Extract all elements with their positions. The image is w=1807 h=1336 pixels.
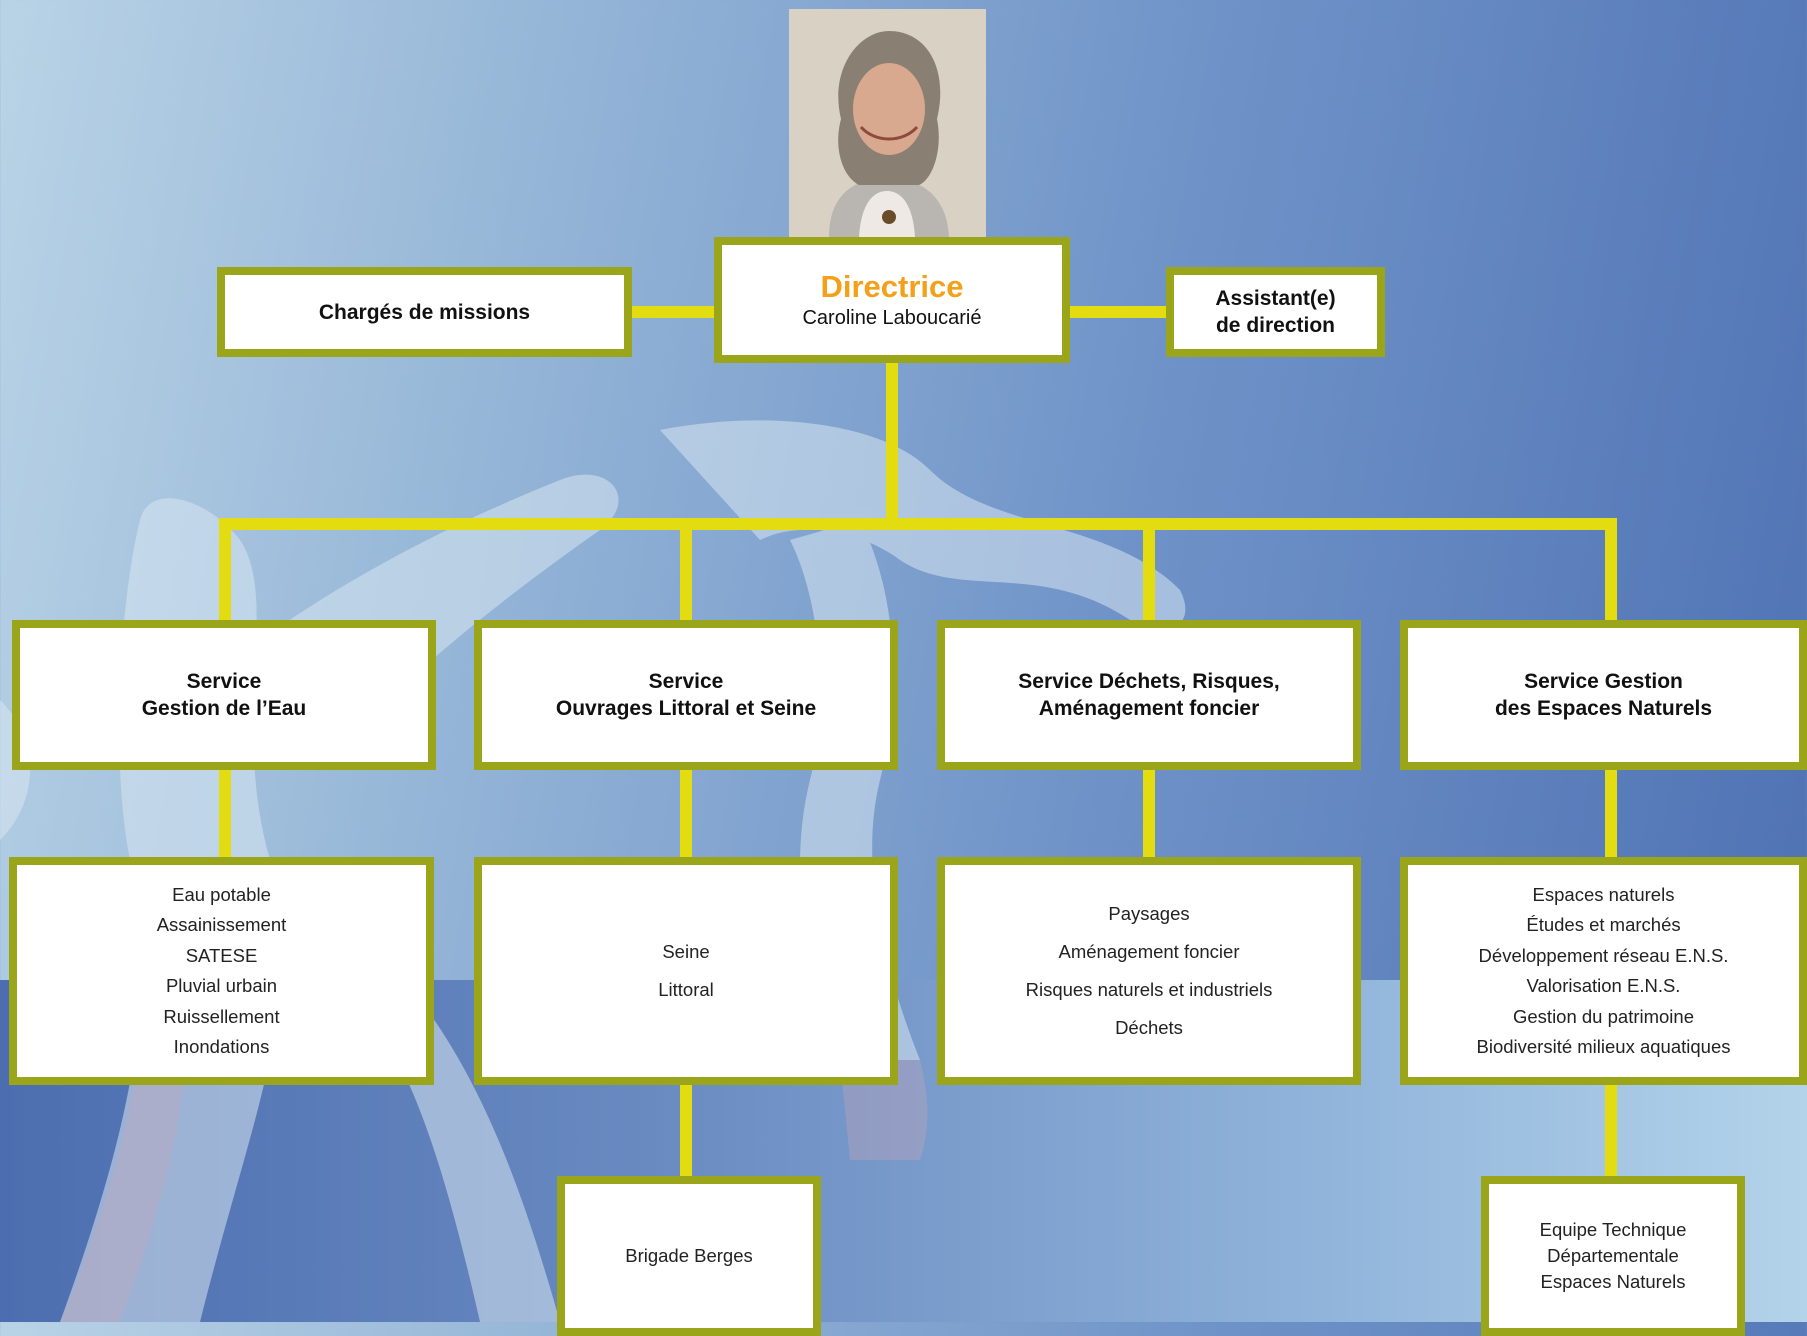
list-item: Inondations [173, 1036, 270, 1057]
list-item: Déchets [1115, 1017, 1183, 1038]
service-box-dechets-risques: Service Déchets, Risques, Aménagement fo… [937, 620, 1361, 770]
list-item: Seine [662, 941, 710, 962]
service-box-ouvrages-littoral-seine: Service Ouvrages Littoral et Seine [474, 620, 898, 770]
list-item: Littoral [658, 979, 714, 1000]
missions-box: Chargés de missions [217, 267, 632, 357]
service-title-line1: Service [648, 670, 724, 693]
list-item: Études et marchés [1526, 914, 1681, 935]
connector-drop-service-2 [680, 518, 692, 628]
service-title-line2: Gestion de l’Eau [141, 697, 307, 720]
connector-directrice-to-assistant [1066, 306, 1170, 318]
list-item: Développement réseau E.N.S. [1478, 944, 1729, 966]
connector-drop-service-1 [219, 518, 231, 628]
service-title-line2: Ouvrages Littoral et Seine [555, 697, 817, 720]
connector-service-2-to-items [680, 766, 692, 862]
service-box-espaces-naturels: Service Gestion des Espaces Naturels [1400, 620, 1807, 770]
missions-label: Chargés de missions [318, 300, 531, 324]
equipe-technique-box: Equipe Technique Départementale Espaces … [1481, 1176, 1745, 1336]
list-item: Equipe Technique [1539, 1219, 1687, 1240]
connector-service-1-to-items [219, 766, 231, 862]
service-box-gestion-eau: Service Gestion de l’Eau [12, 620, 436, 770]
list-item: Assainissement [156, 914, 287, 935]
connector-items-4-to-equipe [1605, 1080, 1617, 1184]
connector-drop-service-3 [1143, 518, 1155, 628]
service-title-line2: des Espaces Naturels [1494, 697, 1713, 720]
list-item: Risques naturels et industriels [1025, 979, 1273, 1000]
connector-services-horizontal [219, 518, 1617, 530]
items-box-gestion-eau: Eau potable Assainissement SATESE Pluvia… [9, 857, 434, 1085]
items-box-ouvrages: Seine Littoral [474, 857, 898, 1085]
list-item: Valorisation E.N.S. [1526, 975, 1681, 996]
list-item: Espaces naturels [1532, 883, 1675, 905]
list-item: Départementale [1547, 1245, 1679, 1266]
service-title-line2: Aménagement foncier [1038, 697, 1260, 720]
connector-items-2-to-brigade [680, 1080, 692, 1184]
assistant-label-line1: Assistant(e) [1215, 287, 1336, 310]
directrice-title: Directrice [820, 269, 964, 304]
service-title-line1: Service [186, 670, 262, 693]
list-item: Ruissellement [163, 1005, 280, 1027]
assistant-box: Assistant(e) de direction [1166, 267, 1385, 357]
connector-directrice-down [886, 362, 898, 522]
list-item: Pluvial urbain [165, 975, 278, 996]
director-name: Caroline Laboucarié [802, 307, 982, 329]
director-photo [789, 9, 986, 237]
items-box-espaces-naturels: Espaces naturels Études et marchés Dével… [1400, 857, 1807, 1085]
list-item: Biodiversité milieux aquatiques [1476, 1036, 1731, 1057]
service-title-line1: Service Gestion [1524, 670, 1683, 693]
items-box-dechets-risques: Paysages Aménagement foncier Risques nat… [937, 857, 1361, 1085]
connector-service-4-to-items [1605, 766, 1617, 862]
connector-drop-service-4 [1605, 518, 1617, 628]
portrait-icon [789, 9, 986, 237]
list-item: SATESE [185, 944, 258, 966]
assistant-label-line2: de direction [1215, 314, 1336, 337]
list-item: Paysages [1108, 903, 1190, 924]
list-item: Gestion du patrimoine [1513, 1005, 1694, 1027]
brigade-berges-box: Brigade Berges [557, 1176, 821, 1336]
directrice-box: Directrice Caroline Laboucarié [714, 237, 1070, 363]
connector-service-3-to-items [1143, 766, 1155, 862]
list-item: Aménagement foncier [1058, 941, 1240, 962]
service-title-line1: Service Déchets, Risques, [1018, 670, 1280, 693]
list-item: Brigade Berges [625, 1244, 753, 1266]
list-item: Eau potable [172, 883, 271, 905]
list-item: Espaces Naturels [1540, 1271, 1686, 1292]
connector-missions-to-directrice [628, 306, 720, 318]
